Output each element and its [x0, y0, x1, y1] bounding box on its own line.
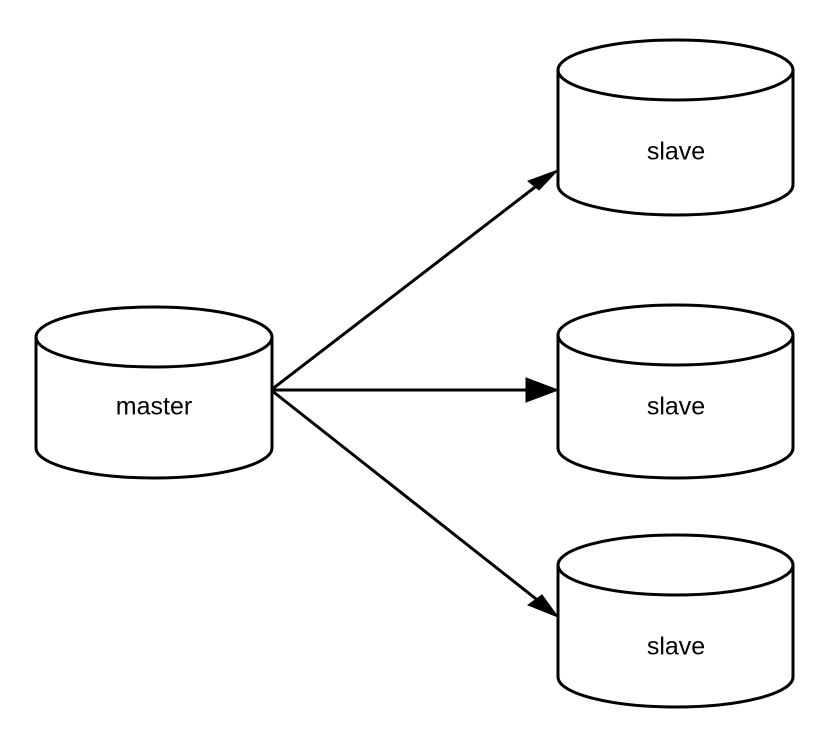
- node-master[interactable]: master: [34, 305, 274, 480]
- edge-master-to-slave-3[interactable]: [270, 388, 560, 619]
- master-cylinder-top-ellipse: [34, 336, 274, 369]
- master-label: master: [116, 393, 192, 421]
- node-slave-1[interactable]: slave: [556, 38, 795, 217]
- edge-line-master-to-slave-3: [270, 388, 546, 608]
- slave-2-cylinder-body: [556, 303, 795, 480]
- edge-line-master-to-slave-1: [270, 179, 544, 392]
- slave-2-label: slave: [647, 393, 705, 421]
- slave-3-label: slave: [647, 633, 705, 661]
- node-slave-2[interactable]: slave: [556, 303, 795, 480]
- edge-master-to-slave-2[interactable]: [271, 377, 560, 403]
- slave-2-cylinder-top-ellipse: [556, 334, 795, 367]
- slave-3-cylinder-top-ellipse: [556, 564, 795, 597]
- slave-3-cylinder-body: [556, 533, 795, 709]
- arrowhead-icon-slave-3: [526, 594, 560, 619]
- edge-master-to-slave-1[interactable]: [270, 169, 559, 392]
- slave-1-cylinder-top-ellipse: [556, 69, 795, 102]
- slave-1-cylinder-body: [556, 38, 795, 217]
- slave-1-label: slave: [647, 138, 705, 166]
- arrowhead-icon-slave-2: [525, 377, 560, 403]
- edge-group: [270, 169, 560, 619]
- arrowhead-icon-slave-1: [527, 169, 559, 191]
- node-slave-3[interactable]: slave: [556, 533, 795, 709]
